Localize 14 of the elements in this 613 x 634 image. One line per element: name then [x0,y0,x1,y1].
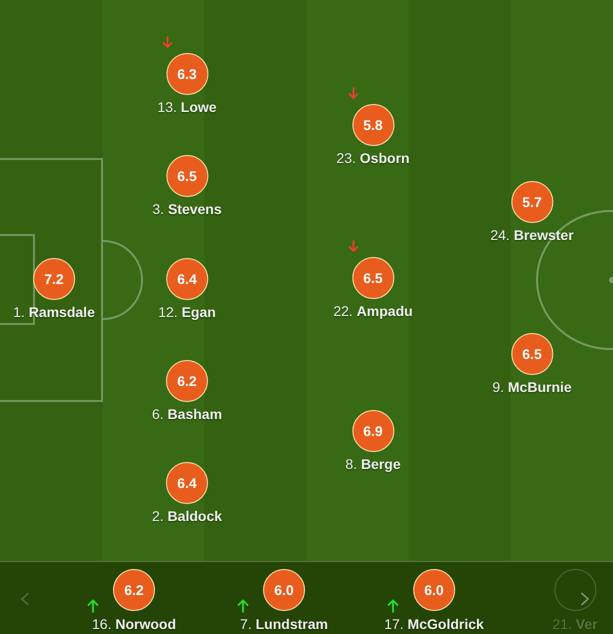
player-name: 12. Egan [158,304,216,321]
player-name: 22. Ampadu [333,303,413,320]
player-name: 1. Ramsdale [13,304,95,321]
player-name: 3. Stevens [152,201,222,218]
player-name: 2. Baldock [152,508,222,525]
player-name: 23. Osborn [336,150,410,167]
player-name: 16. Norwood [92,616,176,633]
player-name: 9. McBurnie [492,379,572,396]
player-name: 6. Basham [152,406,222,423]
player-name: 24. Brewster [490,227,574,244]
player-name: 7. Lundstram [240,616,328,633]
player-name: 13. Lowe [157,99,217,116]
player-name: 8. Berge [345,456,401,473]
player-name: 17. McGoldrick [384,616,484,633]
